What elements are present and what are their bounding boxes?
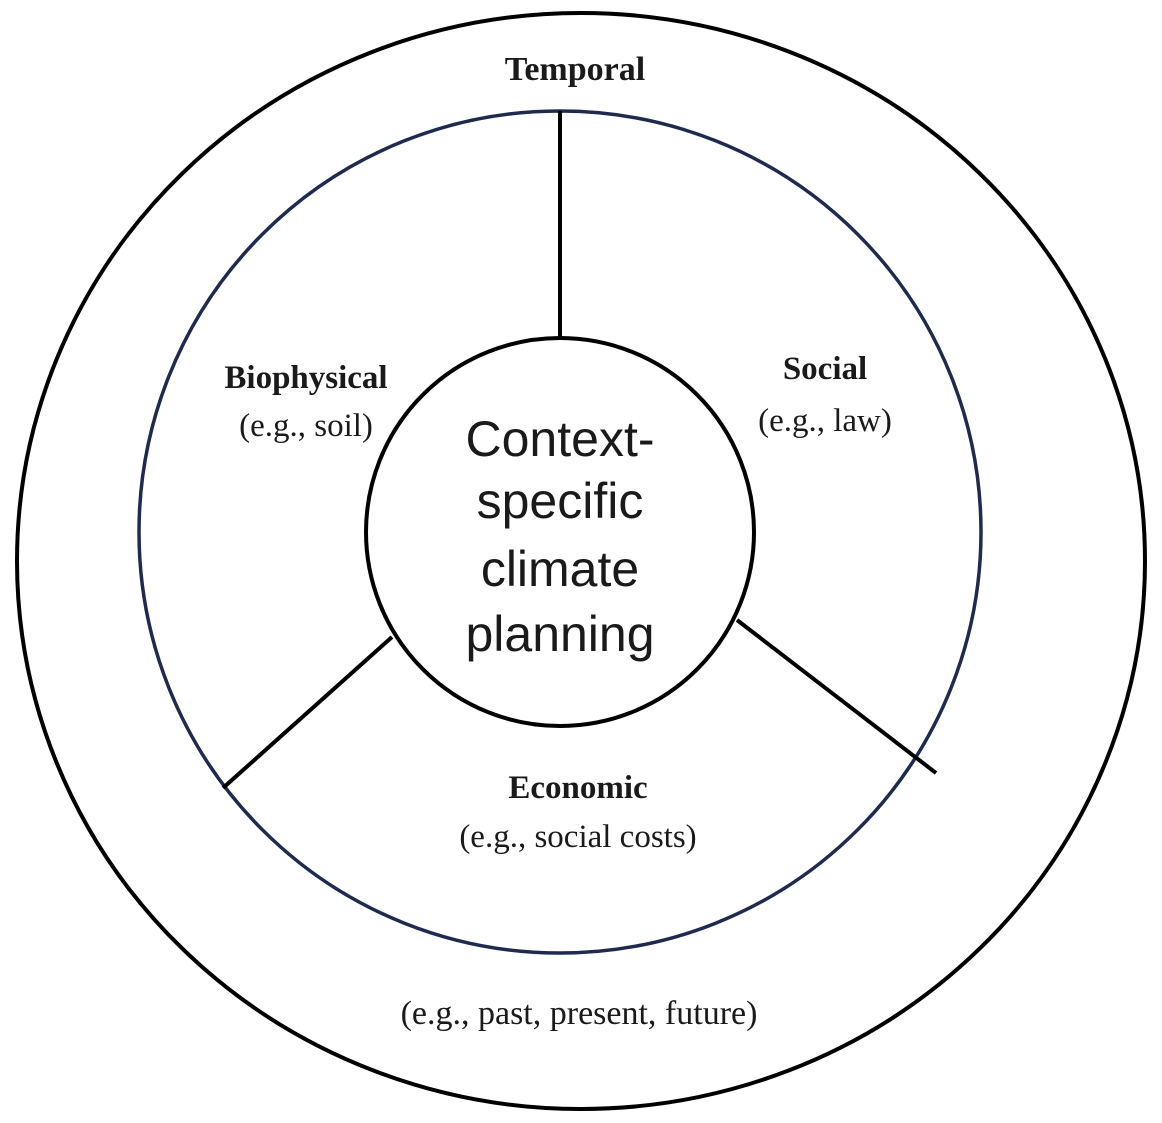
divider-lower-left xyxy=(221,635,394,790)
social-example: (e.g., law) xyxy=(758,403,892,439)
social-label: Social xyxy=(783,351,867,387)
center-line-1: Context- xyxy=(466,411,655,467)
center-line-4: planning xyxy=(465,606,654,662)
temporal-label: Temporal xyxy=(505,51,645,88)
center-line-2: specific xyxy=(477,473,644,529)
biophysical-example: (e.g., soil) xyxy=(239,408,373,444)
temporal-example: (e.g., past, present, future) xyxy=(401,995,758,1032)
inner-center-circle xyxy=(364,336,756,728)
biophysical-label: Biophysical xyxy=(224,360,387,396)
outer-temporal-circle xyxy=(15,11,1147,1111)
divider-lower-right xyxy=(735,618,938,775)
economic-label: Economic xyxy=(508,770,647,806)
center-line-3: climate xyxy=(481,541,639,597)
economic-example: (e.g., social costs) xyxy=(459,819,696,855)
